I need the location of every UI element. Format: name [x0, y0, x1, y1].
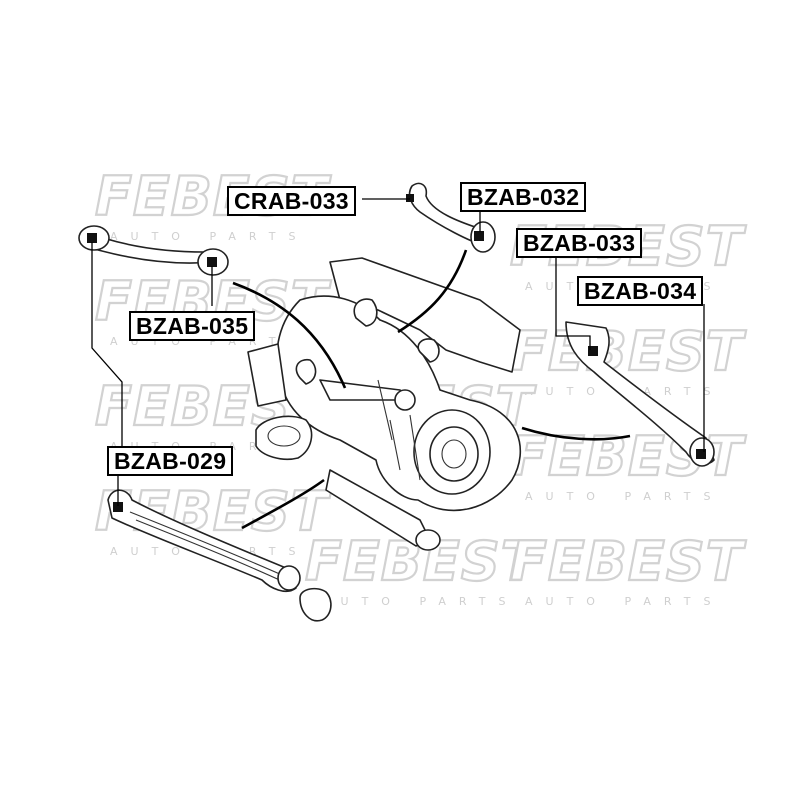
label-bzab-035[interactable]: BZAB-035 — [129, 311, 256, 341]
bushing-icon — [113, 502, 123, 512]
bushing-icon — [588, 346, 598, 356]
bushing-icon — [696, 449, 706, 459]
watermark-brand: FEBEST — [510, 530, 747, 593]
watermark-tagline: AUTO PARTS — [320, 595, 518, 608]
label-crab-033[interactable]: CRAB-033 — [227, 186, 356, 216]
label-bzab-032[interactable]: BZAB-032 — [460, 182, 587, 212]
watermark-brand: FEBEST — [510, 320, 747, 383]
watermark-tagline: AUTO PARTS — [525, 490, 723, 503]
bushing-icon — [87, 233, 97, 243]
label-bzab-033[interactable]: BZAB-033 — [516, 228, 643, 258]
wheel-knuckle-assembly — [247, 257, 522, 551]
camber-arm-top — [406, 182, 496, 253]
label-bzab-029[interactable]: BZAB-029 — [107, 446, 234, 476]
lower-link-arm — [107, 489, 332, 622]
watermark-tagline: AUTO PARTS — [110, 230, 308, 243]
label-bzab-034[interactable]: BZAB-034 — [577, 276, 704, 306]
bushing-icon — [406, 194, 414, 202]
bushing-icon — [474, 231, 484, 241]
bushing-icon — [207, 257, 217, 267]
watermark-tagline: AUTO PARTS — [525, 595, 723, 608]
label-leaders — [91, 198, 705, 506]
indicator-lines — [232, 249, 631, 530]
upper-control-arm-left — [78, 225, 229, 276]
trailing-arm-right — [565, 321, 715, 467]
